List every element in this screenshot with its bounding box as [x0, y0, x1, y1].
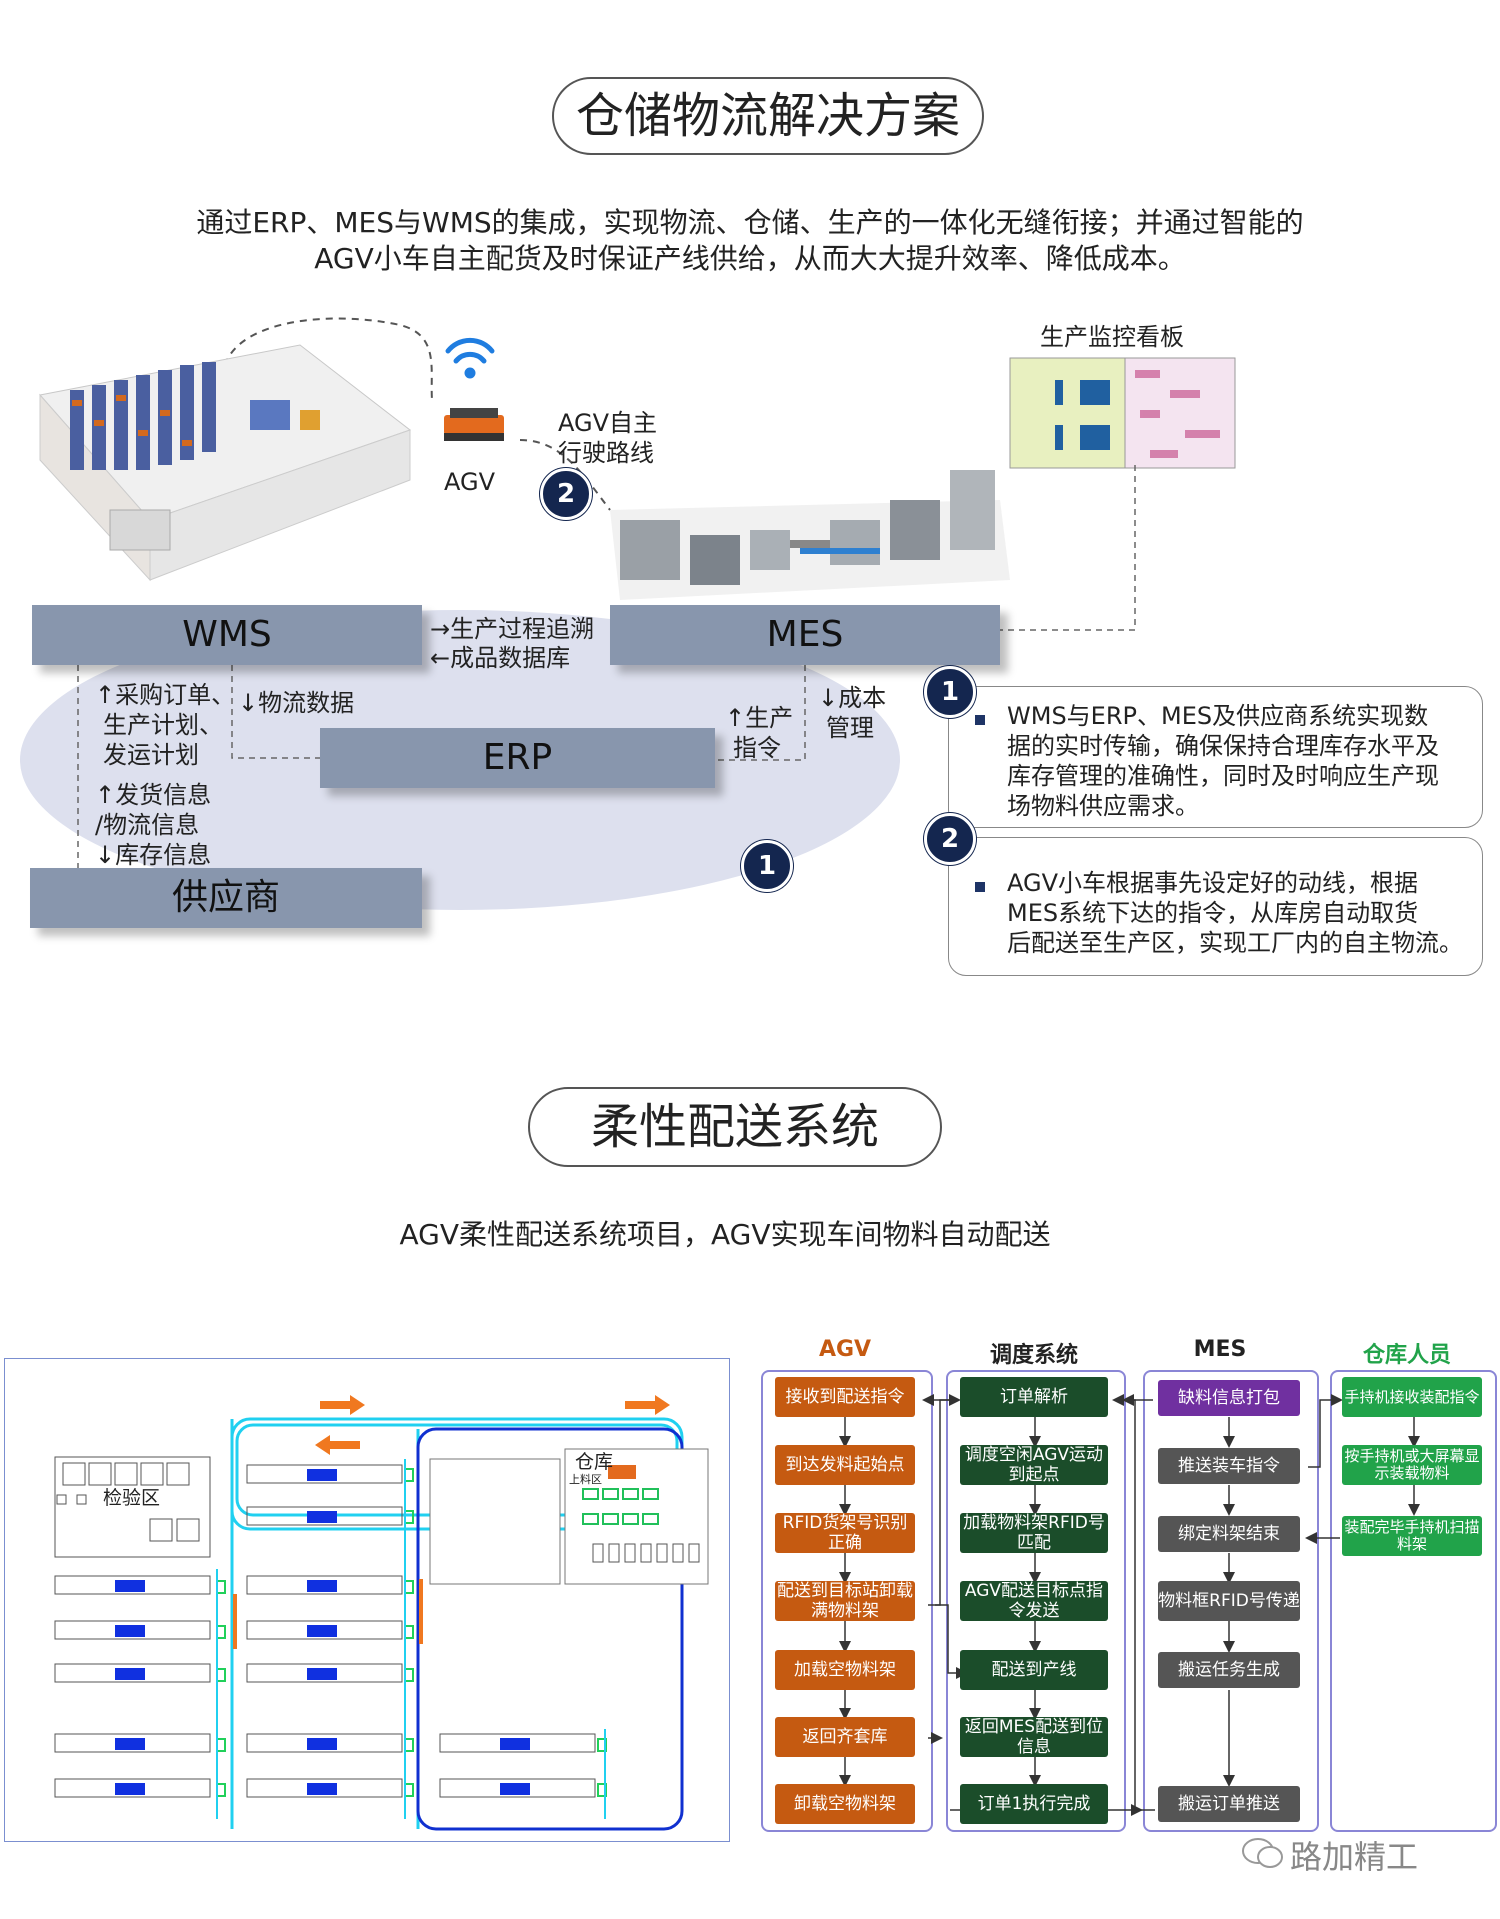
- supplier-box: 供应商: [30, 868, 422, 928]
- section2-subtitle: AGV柔性配送系统项目，AGV实现车间物料自动配送: [399, 1218, 1051, 1251]
- dispatch-step-4: AGV配送目标点指令发送: [960, 1581, 1108, 1621]
- mes-step-3: 绑定料架结束: [1158, 1516, 1300, 1552]
- wms-box: WMS: [32, 605, 422, 665]
- mes-step-1: 缺料信息打包: [1158, 1380, 1300, 1416]
- agv-step-3: RFID货架号识别正确: [775, 1513, 915, 1553]
- mes-step-6: 搬运订单推送: [1158, 1786, 1300, 1822]
- note-2-bullet: [975, 882, 985, 892]
- mes-box: MES: [610, 605, 1000, 665]
- inspection-area-label: 检验区: [103, 1487, 161, 1509]
- col-head-dispatch: 调度系统: [989, 1343, 1078, 1368]
- board-label: 生产监控看板: [1040, 323, 1184, 351]
- wechat-icon: [1240, 1836, 1286, 1870]
- note-2-line-3: 后配送至生产区，实现工厂内的自主物流。: [1007, 929, 1463, 957]
- note-2-line-1: AGV小车根据事先设定好的动线，根据: [1007, 869, 1419, 897]
- flow-prod-cmd-1: ↑生产: [725, 704, 794, 732]
- section1-intro-line2: AGV小车自主配货及时保证产线供给，从而大大提升效率、降低成本。: [314, 242, 1186, 275]
- note-1: WMS与ERP、MES及供应商系统实现数 据的实时传输，确保保持合理库存水平及 …: [948, 686, 1483, 828]
- agv-step-5: 加载空物料架: [775, 1650, 915, 1690]
- note-2-badge: 2: [924, 813, 976, 865]
- mes-step-4: 物料框RFID号传递: [1158, 1581, 1300, 1621]
- col-head-agv: AGV: [818, 1337, 872, 1362]
- flow-logistics-data: ↓物流数据: [238, 689, 355, 717]
- flow-ship-3: ↓库存信息: [95, 841, 212, 869]
- warehouse-label: 仓库: [575, 1451, 614, 1473]
- monitoring-board-illustration: [1009, 357, 1236, 469]
- flow-cost-2: 管理: [826, 714, 874, 742]
- floor-layout-graphics: [54, 1395, 709, 1831]
- dispatch-step-2: 调度空闲AGV运动到起点: [960, 1445, 1108, 1485]
- note-1-line-3: 库存管理的准确性，同时及时响应生产现: [1007, 762, 1439, 790]
- note-1-line-4: 场物料供应需求。: [1007, 792, 1199, 820]
- flow-ship-2: /物流信息: [95, 811, 200, 839]
- agv-route-path: [224, 317, 611, 511]
- col-head-staff: 仓库人员: [1362, 1343, 1451, 1368]
- dispatch-step-5: 配送到产线: [960, 1650, 1108, 1690]
- note-1-line-1: WMS与ERP、MES及供应商系统实现数: [1007, 702, 1429, 730]
- dispatch-step-6: 返回MES配送到位信息: [960, 1717, 1108, 1757]
- section2-title: 柔性配送系统: [528, 1087, 942, 1167]
- watermark-text: 路加精工: [1290, 1838, 1419, 1876]
- dispatch-step-7: 订单1执行完成: [960, 1784, 1108, 1824]
- note-2-line-2: MES系统下达的指令，从库房自动取货: [1007, 899, 1419, 927]
- agv-route-label-2: 行驶路线: [558, 439, 654, 467]
- flow-purchase-3: 发运计划: [103, 741, 199, 769]
- note-2: AGV小车根据事先设定好的动线，根据 MES系统下达的指令，从库房自动取货 后配…: [948, 837, 1483, 976]
- staff-step-3: 装配完毕手持机扫描料架: [1342, 1516, 1482, 1556]
- production-line-illustration: [610, 470, 1010, 600]
- flow-trace-label: →生产过程追溯: [430, 615, 595, 643]
- erp-box: ERP: [320, 728, 715, 788]
- agv-step-4: 配送到目标站卸载满物料架: [775, 1581, 915, 1621]
- note-1-badge: 1: [924, 666, 976, 718]
- agv-route-label-1: AGV自主: [558, 409, 658, 437]
- agv-step-1: 接收到配送指令: [775, 1377, 915, 1417]
- dispatch-step-3: 加载物料架RFID号匹配: [960, 1513, 1108, 1553]
- wifi-icon: [445, 337, 495, 379]
- flow-prod-cmd-2: 指令: [733, 734, 781, 762]
- col-head-mes: MES: [1193, 1337, 1247, 1362]
- flow-cost-1: ↓成本: [818, 684, 887, 712]
- mes-step-2: 推送装车指令: [1158, 1448, 1300, 1484]
- floor-layout-panel: 检验区 仓库 上料区: [4, 1358, 730, 1842]
- badge-2-route: 2: [540, 468, 592, 520]
- dispatch-step-1: 订单解析: [960, 1377, 1108, 1417]
- note-1-line-2: 据的实时传输，确保保持合理库存水平及: [1007, 732, 1439, 760]
- mes-step-5: 搬运任务生成: [1158, 1652, 1300, 1688]
- loading-area-label: 上料区: [569, 1473, 602, 1486]
- warehouse-illustration: [39, 344, 412, 582]
- section1-title: 仓储物流解决方案: [552, 77, 984, 155]
- agv-label: AGV: [444, 468, 496, 496]
- flow-purchase-2: 生产计划、: [103, 711, 223, 739]
- flow-purchase-1: ↑采购订单、: [95, 681, 236, 709]
- badge-1-ellipse: 1: [741, 840, 793, 892]
- note-1-bullet: [975, 715, 985, 725]
- section1-intro-line1: 通过ERP、MES与WMS的集成，实现物流、仓储、生产的一体化无缝衔接；并通过智…: [196, 206, 1304, 239]
- agv-step-7: 卸载空物料架: [775, 1784, 915, 1824]
- agv-step-2: 到达发料起始点: [775, 1445, 915, 1485]
- staff-step-2: 按手持机或大屏幕显示装载物料: [1342, 1445, 1482, 1485]
- flow-product-db-label: ←成品数据库: [430, 644, 571, 672]
- staff-step-1: 手持机接收装配指令: [1342, 1377, 1482, 1417]
- agv-robot-icon: [444, 408, 504, 441]
- agv-step-6: 返回齐套库: [775, 1717, 915, 1757]
- flow-ship-1: ↑发货信息: [95, 781, 212, 809]
